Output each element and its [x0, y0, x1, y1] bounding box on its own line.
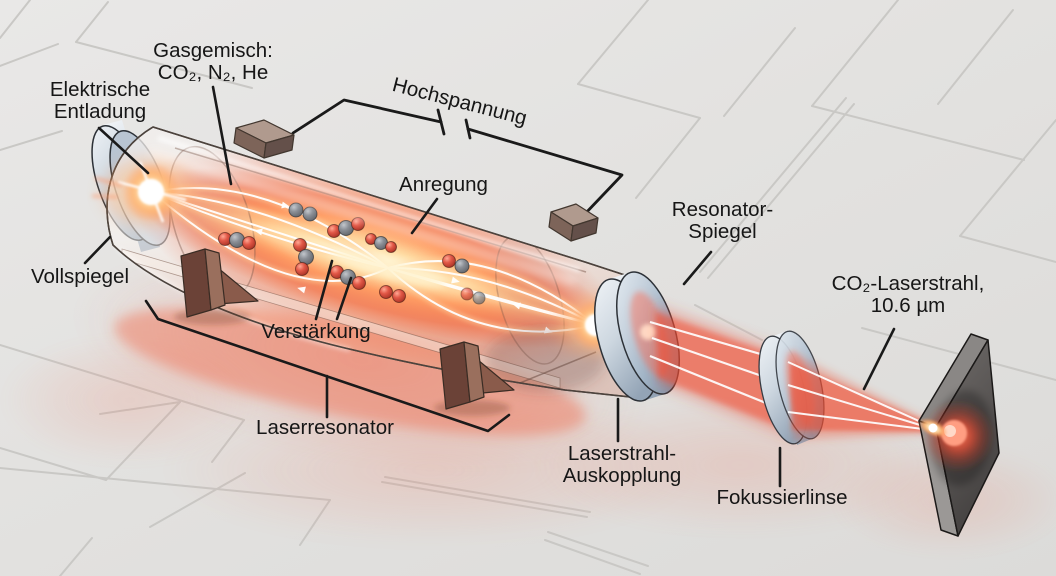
label-gas-mixture-line1: Gasgemisch:	[153, 39, 273, 62]
label-excitation-line1: Anregung	[399, 173, 488, 196]
leader-gas-mixture	[211, 85, 233, 186]
co-molecule	[442, 254, 470, 274]
co2-molecule	[293, 238, 314, 276]
co2-molecule	[365, 233, 397, 253]
mirror-light-leak	[91, 176, 123, 199]
label-focusing-lens-line1: Fokussierlinse	[716, 486, 848, 509]
leader-co2-laser-beam	[862, 327, 896, 391]
gas-molecules	[218, 202, 486, 305]
label-gas-mixture: Gasgemisch: CO₂, N₂, He	[128, 39, 298, 85]
label-electric-discharge-line2: Entladung	[53, 100, 147, 124]
focus-flare	[918, 418, 948, 438]
leader-full-mirror	[83, 235, 112, 265]
leader-amplification-2	[335, 276, 353, 321]
o2-molecule	[379, 285, 406, 303]
tube-supports	[174, 248, 515, 416]
label-co2-laser-beam-line1: CO₂-Laserstrahl,	[831, 272, 985, 295]
label-resonator-mirror-line1: Resonator-	[671, 198, 774, 221]
n2-molecule	[288, 202, 318, 222]
label-excitation: Anregung	[376, 173, 511, 196]
label-laser-resonator-line1: Laserresonator	[256, 416, 394, 439]
label-amplification-line1: Verstärkung	[261, 320, 371, 343]
target-plate	[918, 333, 1000, 537]
label-gas-mixture-line2: CO₂, N₂, He	[157, 61, 269, 85]
leader-excitation	[410, 197, 439, 235]
leader-amplification-1	[314, 259, 334, 321]
label-beam-outcoupling-line2: Auskopplung	[562, 464, 682, 488]
focused-beam	[787, 352, 932, 440]
leader-electric-discharge	[97, 126, 150, 175]
label-beam-outcoupling-line1: Laserstrahl-	[567, 442, 677, 465]
discharge-flash-left	[91, 152, 205, 232]
label-focusing-lens: Fokussierlinse	[702, 486, 862, 509]
high-voltage-wire	[291, 98, 443, 135]
co2-molecule	[218, 232, 256, 250]
glass-highlight-top	[157, 135, 581, 273]
label-full-mirror: Vollspiegel	[24, 265, 136, 288]
label-co2-laser-beam-line2: 10.6 µm	[870, 294, 946, 318]
co-molecule	[460, 287, 486, 305]
laser-resonator-bracket	[144, 299, 511, 433]
label-amplification: Verstärkung	[246, 320, 386, 343]
leader-resonator-mirror	[682, 250, 713, 286]
beam-waist-highlight	[329, 249, 447, 287]
leader-lines	[83, 85, 896, 488]
co2-molecule	[330, 265, 366, 290]
high-voltage-circuit	[291, 98, 624, 219]
support-right	[434, 341, 515, 416]
electrode-right	[548, 203, 599, 242]
electrodes	[233, 119, 599, 242]
label-full-mirror-line1: Vollspiegel	[30, 265, 129, 288]
electrode-left	[233, 119, 295, 159]
label-resonator-mirror: Resonator- Spiegel	[645, 198, 800, 244]
label-co2-laser-beam: CO₂-Laserstrahl, 10.6 µm	[818, 272, 998, 318]
label-electric-discharge-line1: Elektrische	[49, 78, 151, 101]
support-left	[174, 248, 259, 325]
label-resonator-mirror-line2: Spiegel	[688, 220, 757, 244]
voltage-source-icon	[436, 108, 472, 140]
label-beam-outcoupling: Laserstrahl- Auskopplung	[547, 442, 697, 488]
label-laser-resonator: Laserresonator	[247, 416, 403, 439]
label-electric-discharge: Elektrische Entladung	[20, 78, 180, 124]
